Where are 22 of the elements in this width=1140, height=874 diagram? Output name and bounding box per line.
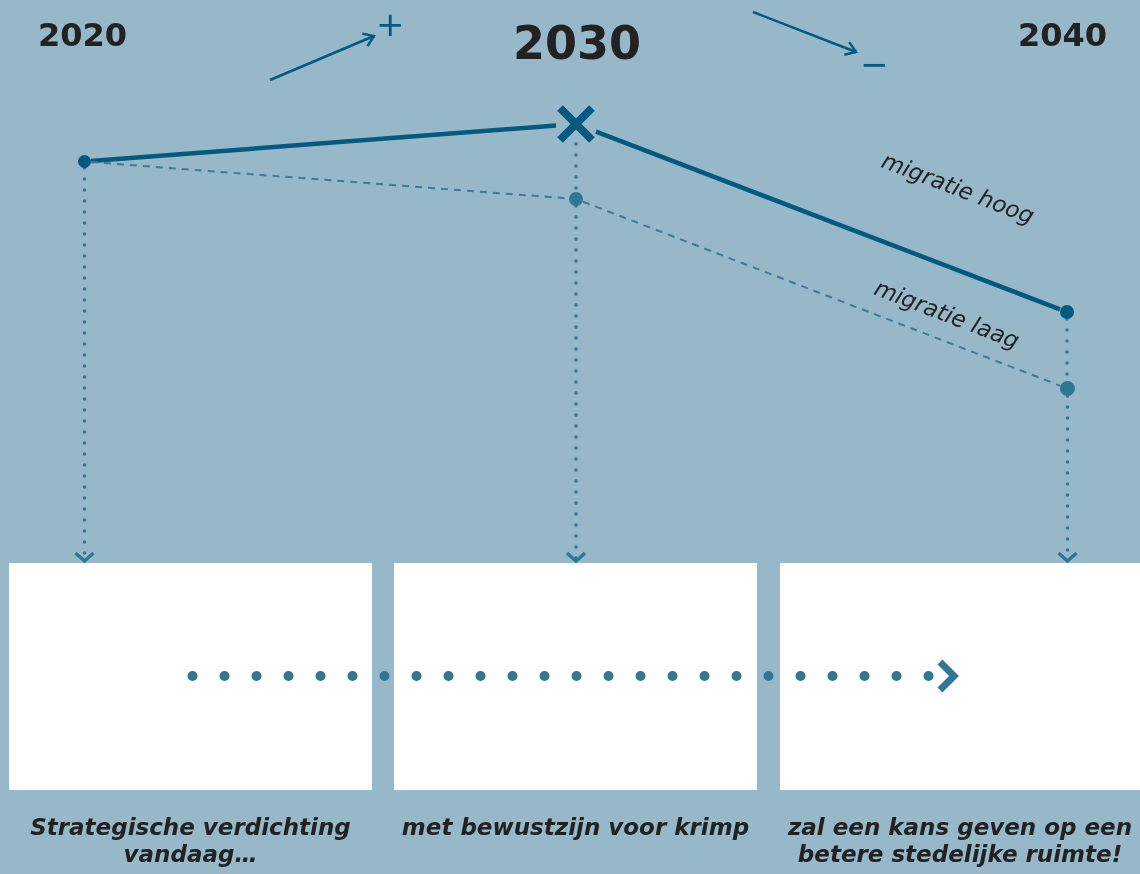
trend-line [595,129,1061,312]
dotted-arrow [73,166,96,563]
data-point [1060,305,1074,319]
dotted-arrow [565,204,587,563]
trend-line [582,200,1061,387]
data-point [1060,381,1075,396]
data-point [78,155,91,168]
trend-sign: + [376,4,405,44]
node-label: met bewustzijn voor krimp [400,814,751,841]
image-panel [394,563,757,790]
image-panel [9,563,372,790]
node-label: Strategische verdichting vandaag… [29,814,352,868]
trend-line [90,123,557,164]
node-label: zal een kans geven op een betere stedelijke ruimte! [786,814,1134,868]
dotted-arrow [1056,394,1079,563]
year-label: 2030 [513,16,642,70]
year-label: 2040 [1018,16,1108,54]
trend-sign: − [860,44,889,84]
image-panel [780,563,1140,790]
data-point [569,192,583,206]
year-label: 2020 [38,16,128,54]
peak-marker [556,104,596,144]
